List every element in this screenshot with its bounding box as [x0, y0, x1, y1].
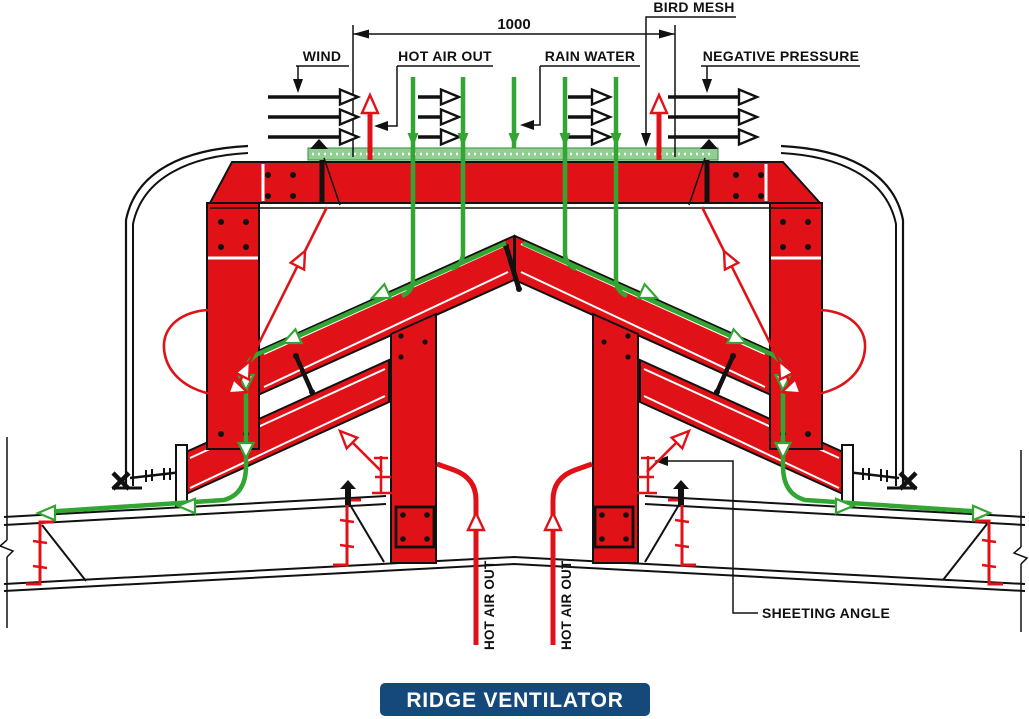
- callout-wind: WIND: [293, 48, 349, 93]
- callout-sheeting-angle: SHEETING ANGLE: [654, 456, 890, 621]
- title-plate-background: [380, 683, 650, 716]
- negative-pressure-label: NEGATIVE PRESSURE: [703, 48, 860, 64]
- hood-right: [780, 144, 918, 491]
- wind-arrows: [268, 87, 761, 147]
- hot-air-out-label: HOT AIR OUT: [398, 48, 492, 64]
- bird-mesh-label: BIRD MESH: [653, 0, 734, 15]
- callout-hot-air-out: HOT AIR OUT: [374, 48, 493, 131]
- rain-water-label: RAIN WATER: [545, 48, 636, 64]
- wind-label: WIND: [303, 48, 342, 64]
- baffle-chord-right: [639, 358, 854, 508]
- inner-post-left: [390, 312, 437, 564]
- hood-left: [111, 144, 249, 491]
- top-band: [208, 161, 823, 209]
- callout-rain-water: RAIN WATER: [520, 48, 640, 130]
- sheeting-angle-left: [372, 456, 396, 495]
- hot-air-out-duct-left-label: HOT AIR OUT: [482, 560, 497, 650]
- title-plate: RIDGE VENTILATOR: [380, 683, 650, 716]
- hot-air-flows: HOT AIR OUT HOT AIR OUT: [162, 92, 867, 650]
- roof-sheeting: [0, 437, 1029, 632]
- inner-post-right: [592, 312, 639, 564]
- base-anchor-bolts: [340, 480, 689, 505]
- column-left: [206, 202, 260, 450]
- callout-bird-mesh: BIRD MESH: [641, 0, 736, 147]
- callout-negative-pressure: NEGATIVE PRESSURE: [701, 48, 860, 93]
- dimension-value: 1000: [497, 16, 530, 33]
- roof-purlins: [26, 498, 1003, 586]
- hot-air-out-duct-right-label: HOT AIR OUT: [559, 560, 574, 650]
- sheeting-angle-right: [633, 456, 657, 495]
- column-right: [769, 202, 823, 450]
- sheeting-angle-label: SHEETING ANGLE: [762, 605, 890, 621]
- title-plate-label: RIDGE VENTILATOR: [406, 689, 623, 712]
